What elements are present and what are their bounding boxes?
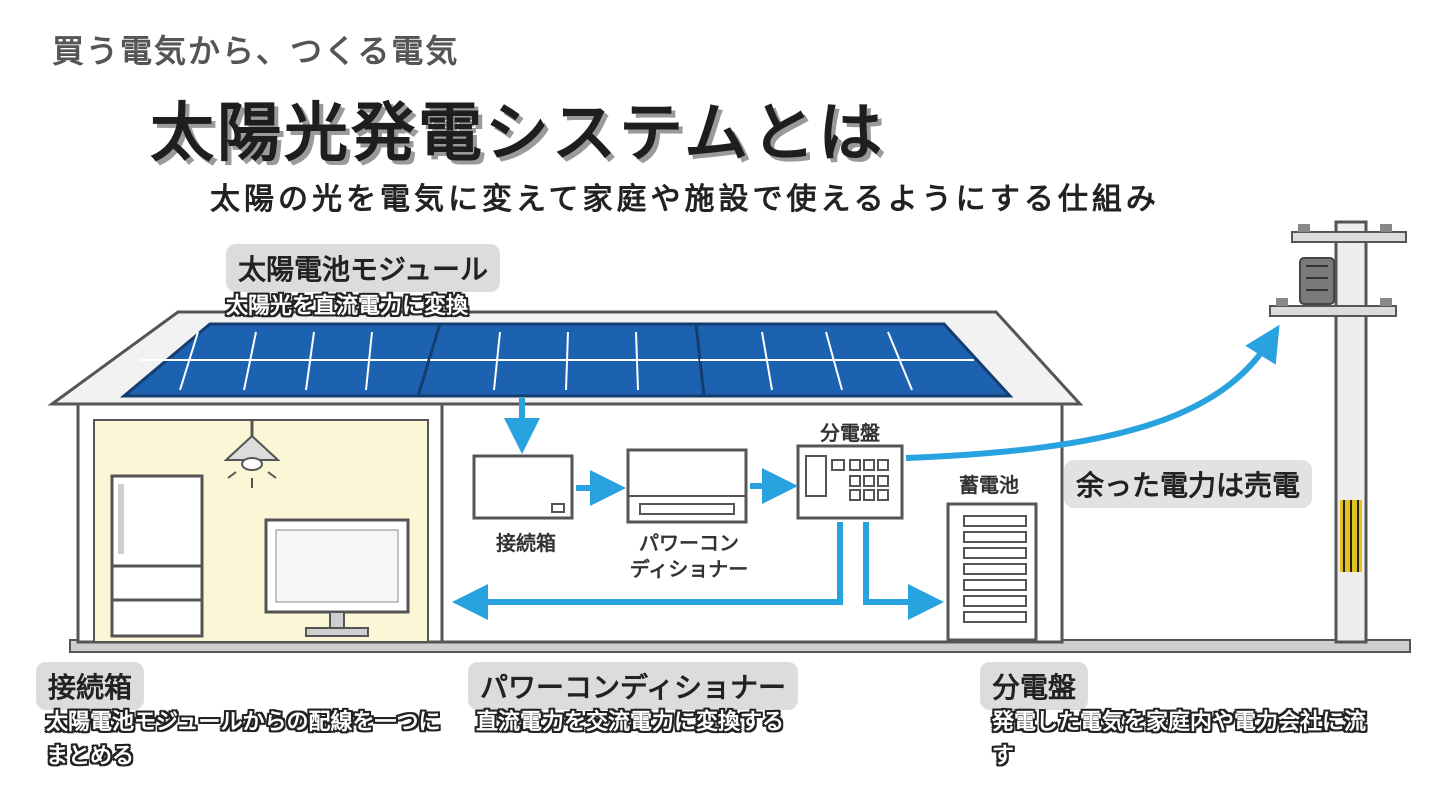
junction-box — [472, 454, 574, 520]
caption-junction-description: 太陽電池モジュールからの配線を一つにまとめる — [46, 710, 441, 769]
caption-junction-title: 接続箱 — [36, 662, 145, 710]
storage-battery — [946, 502, 1038, 642]
battery-label: 蓄電池 — [959, 473, 1019, 497]
ceiling-lamp-icon — [223, 420, 281, 488]
caption-panel-title: 分電盤 — [980, 662, 1089, 710]
solar-panel-3 — [694, 322, 1014, 398]
utility-pole-icon — [1269, 220, 1407, 644]
solar-panel-group — [119, 322, 1014, 398]
surplus-sale-label: 余った電力は売電 — [1064, 460, 1313, 508]
caption-pcs-description: 直流電力を交流電力に変換する — [476, 710, 785, 735]
arrow-board-to-battery — [863, 522, 944, 620]
page-subtitle: 太陽の光を電気に変えて家庭や施設で使えるようにする仕組み — [210, 182, 1160, 217]
power-conditioner — [626, 448, 748, 524]
kicker-text: 買う電気から、つくる電気 — [52, 32, 460, 70]
solar-panel-2 — [415, 322, 708, 398]
page-title: 太陽光発電システムとは — [150, 97, 886, 171]
power-conditioner-label: パワーコン ディショナー — [629, 531, 749, 581]
distribution-board-label: 分電盤 — [820, 421, 880, 445]
refrigerator-icon — [110, 474, 204, 638]
junction-box-label: 接続箱 — [496, 531, 556, 555]
module-description: 太陽光を直流電力に変換 — [226, 294, 469, 319]
flow-arrows — [452, 324, 1280, 620]
arrow-board-to-grid — [905, 324, 1280, 461]
caption-panel-description: 発電した電気を家庭内や電力会社に流す — [992, 710, 1367, 769]
module-label: 太陽電池モジュール — [226, 244, 501, 292]
caption-pcs-title: パワーコンディショナー — [468, 662, 799, 710]
tv-monitor-icon — [264, 518, 410, 637]
distribution-board — [796, 444, 904, 520]
arrow-board-to-house — [452, 522, 843, 620]
solar-panel-1 — [119, 322, 442, 398]
